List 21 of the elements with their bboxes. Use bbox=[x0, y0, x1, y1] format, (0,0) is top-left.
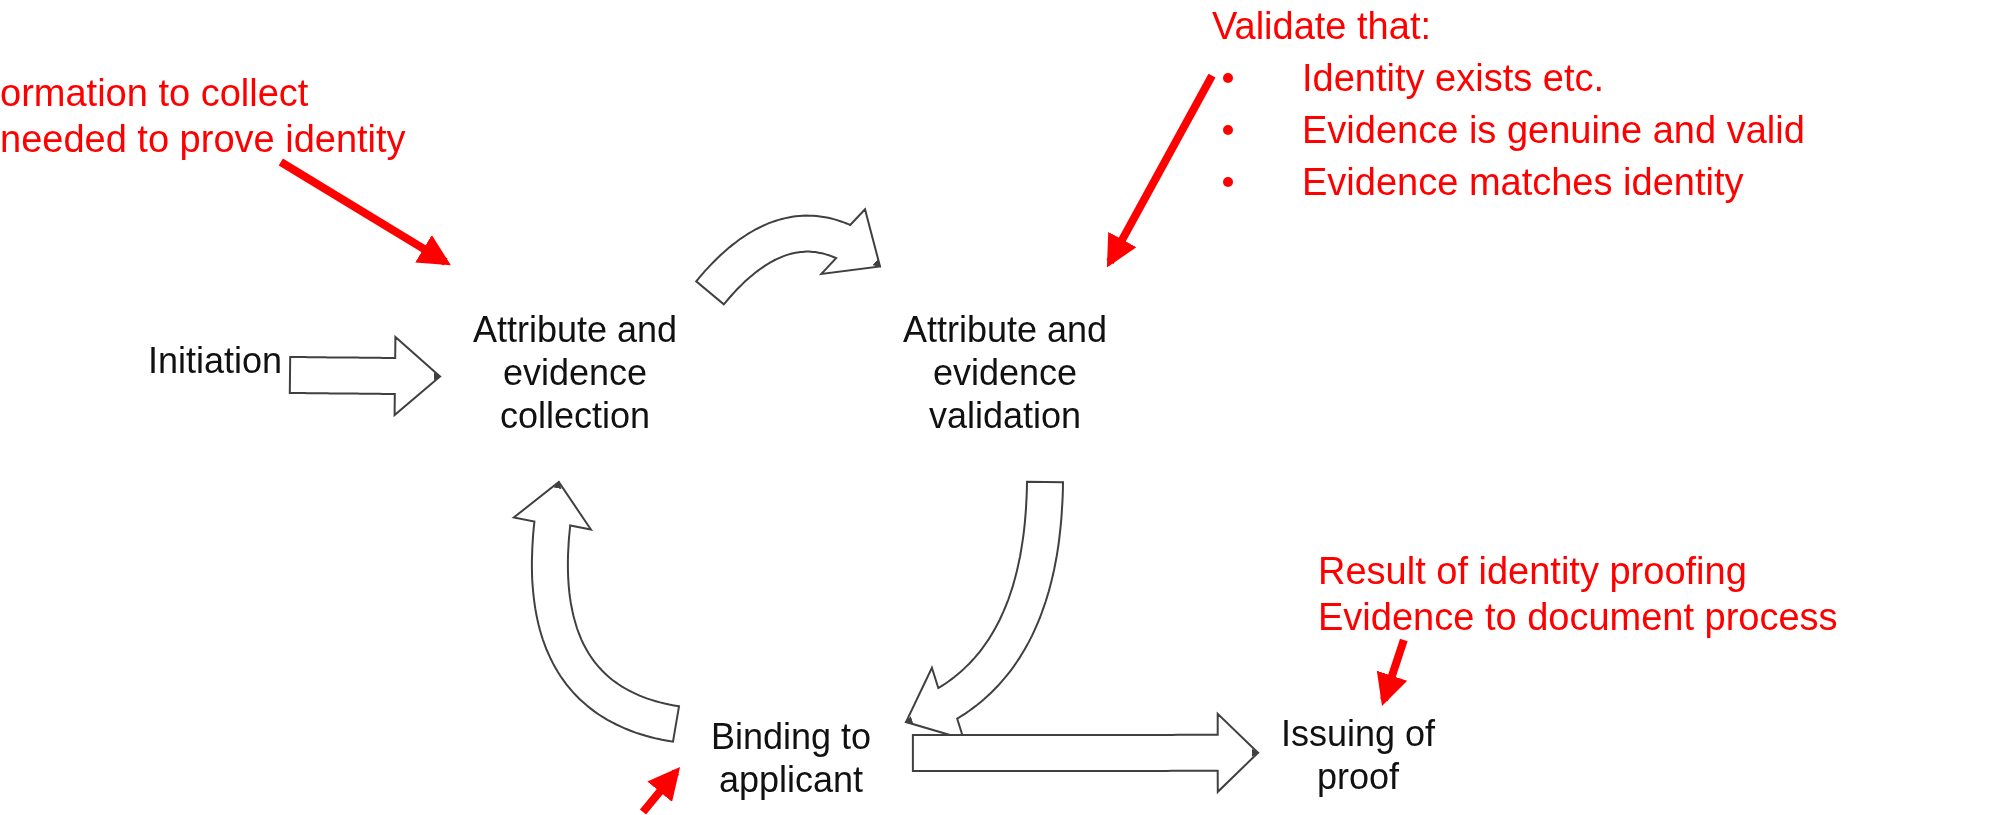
arrow bbox=[639, 767, 681, 815]
block-arrow bbox=[911, 711, 1260, 795]
arrow bbox=[278, 158, 451, 266]
annotation-text: Validate that: bbox=[1212, 4, 1431, 49]
step-label: Initiation bbox=[140, 335, 290, 385]
step-label: Binding to applicant bbox=[676, 708, 906, 808]
block-arrow bbox=[695, 207, 882, 306]
bullet-item: Evidence matches identity bbox=[1302, 160, 1744, 205]
block-arrow bbox=[288, 334, 442, 418]
annotation-text: Result of identity proofing bbox=[1318, 549, 1747, 594]
arrow bbox=[1106, 73, 1216, 268]
annotation-text: ormation to collect bbox=[0, 71, 309, 116]
annotation-text: Evidence to document process bbox=[1318, 595, 1838, 640]
step-label: Attribute and evidence collection bbox=[440, 262, 710, 482]
step-label: Issuing of proof bbox=[1258, 700, 1458, 810]
block-arrow bbox=[511, 480, 680, 743]
step-label: Attribute and evidence validation bbox=[880, 262, 1130, 482]
bullet-item: Evidence is genuine and valid bbox=[1302, 108, 1805, 153]
annotation-text: needed to prove identity bbox=[0, 117, 406, 162]
arrow bbox=[1376, 638, 1408, 707]
bullet-item: Identity exists etc. bbox=[1302, 56, 1604, 101]
